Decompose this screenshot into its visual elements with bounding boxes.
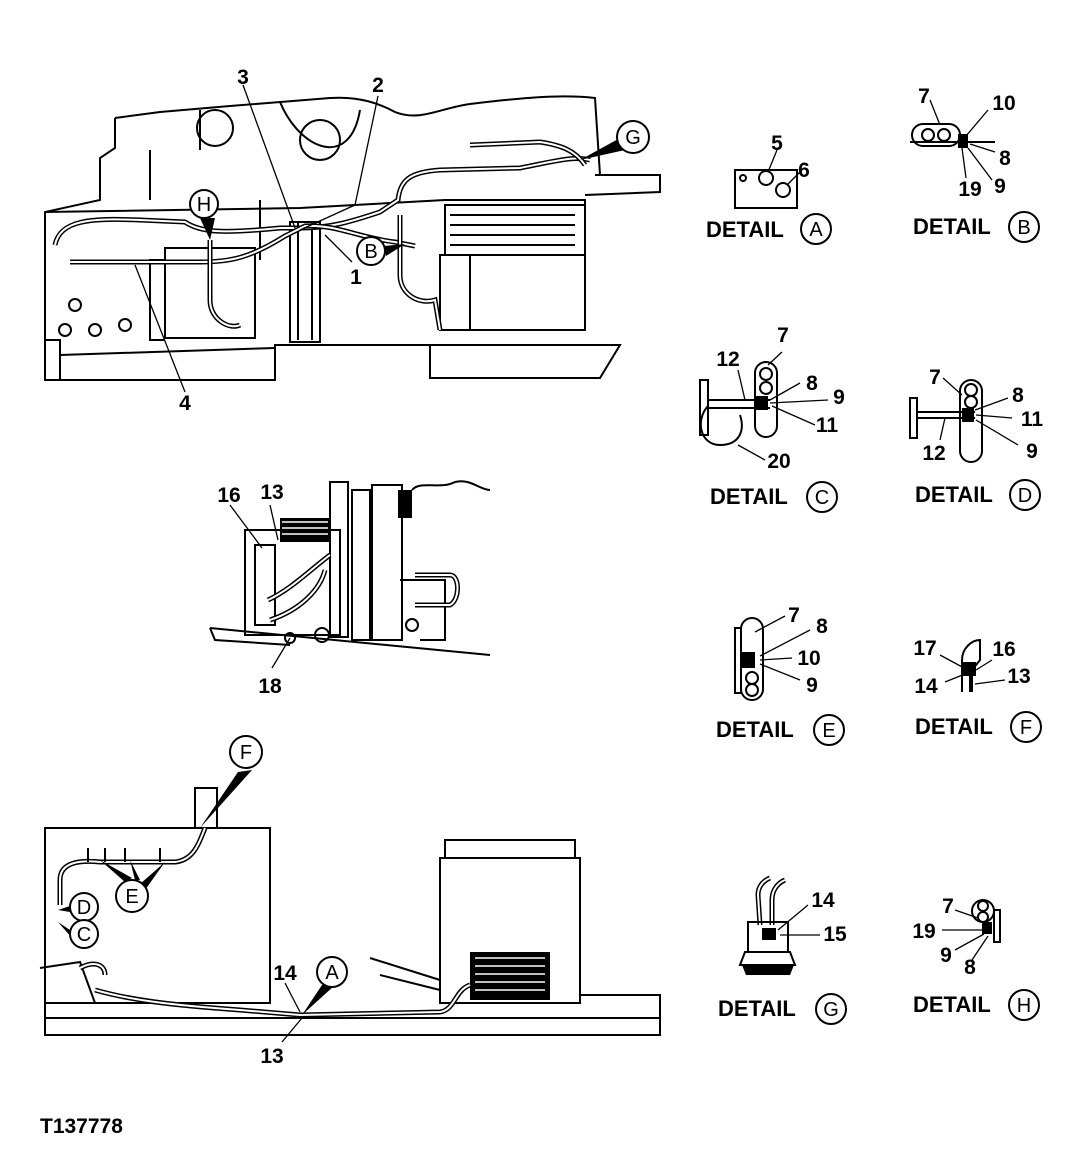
detail-c: 12 7 8 9 11 20 DETAIL C [699, 324, 845, 513]
detail-c-callout-12: 12 [716, 348, 739, 371]
detail-d-letter: D [1018, 485, 1032, 507]
callout-14: 14 [273, 962, 297, 985]
detail-d-callout-7: 7 [929, 366, 941, 389]
detail-e-callout-10: 10 [797, 647, 820, 670]
top-view-markers: H B G [189, 120, 650, 266]
detail-e: 7 8 10 9 DETAIL E [716, 604, 845, 746]
detail-b-callout-19: 19 [958, 178, 981, 201]
detail-c-letter: C [815, 487, 829, 509]
detail-c-callout-7: 7 [777, 324, 789, 347]
detail-a-callout-5: 5 [771, 132, 783, 155]
detail-d: 7 8 11 12 9 DETAIL D [909, 366, 1044, 511]
detail-c-callout-20: 20 [767, 450, 790, 473]
detail-h-letter: H [1017, 995, 1031, 1017]
detail-f-callout-17: 17 [913, 637, 936, 660]
detail-c-callout-9: 9 [833, 386, 845, 409]
callout-2: 2 [372, 74, 384, 97]
callout-18: 18 [258, 675, 282, 698]
detail-g: 14 15 DETAIL G [718, 875, 847, 1025]
detail-e-callout-9: 9 [806, 674, 818, 697]
detail-c-label: DETAIL [710, 484, 788, 509]
detail-g-callout-14: 14 [811, 889, 835, 912]
detail-e-letter: E [822, 720, 835, 742]
detail-b-callout-8: 8 [999, 147, 1011, 170]
marker-c: C [77, 924, 91, 946]
detail-b-label: DETAIL [913, 214, 991, 239]
detail-a-label: DETAIL [706, 217, 784, 242]
detail-h: 7 19 9 8 DETAIL H [912, 895, 1040, 1021]
marker-g: G [625, 127, 641, 149]
detail-e-callout-7: 7 [788, 604, 800, 627]
detail-h-callout-8: 8 [964, 956, 976, 979]
detail-b-letter: B [1017, 217, 1030, 239]
detail-e-label: DETAIL [716, 717, 794, 742]
detail-h-label: DETAIL [913, 992, 991, 1017]
detail-f: 17 16 14 13 DETAIL F [913, 637, 1042, 743]
detail-b: 7 10 8 19 9 DETAIL B [910, 85, 1040, 243]
detail-d-callout-9: 9 [1026, 440, 1038, 463]
detail-f-callout-16: 16 [992, 638, 1015, 661]
callout-13: 13 [260, 481, 283, 504]
callout-13: 13 [260, 1045, 283, 1068]
detail-e-callout-8: 8 [816, 615, 828, 638]
top-machine-view [44, 84, 661, 393]
detail-d-callout-8: 8 [1012, 384, 1024, 407]
bottom-machine-view [39, 787, 661, 1043]
detail-f-letter: F [1020, 717, 1032, 739]
bottom-view-markers: F E D C A [58, 735, 348, 1015]
detail-b-callout-9: 9 [994, 175, 1006, 198]
marker-e: E [125, 886, 138, 908]
detail-h-callout-9: 9 [940, 944, 952, 967]
detail-b-callout-7: 7 [918, 85, 930, 108]
detail-f-label: DETAIL [915, 714, 993, 739]
middle-machine-view [209, 480, 491, 669]
detail-a: 5 6 DETAIL A [706, 132, 832, 245]
detail-d-label: DETAIL [915, 482, 993, 507]
middle-view-callouts: 16 13 18 [217, 481, 283, 698]
detail-b-callout-10: 10 [992, 92, 1015, 115]
figure-id: T137778 [40, 1115, 123, 1138]
marker-d: D [77, 897, 91, 919]
marker-a: A [325, 962, 339, 984]
callout-4: 4 [179, 392, 191, 415]
marker-b: B [364, 241, 377, 263]
callout-3: 3 [237, 66, 249, 89]
detail-h-callout-7: 7 [942, 895, 954, 918]
detail-a-letter: A [809, 219, 823, 241]
bottom-view-callouts: 14 13 [260, 962, 297, 1068]
top-view-callouts: 3 2 1 4 [179, 66, 384, 415]
detail-g-callout-15: 15 [823, 923, 847, 946]
detail-d-callout-11: 11 [1021, 408, 1044, 431]
detail-d-callout-12: 12 [922, 442, 945, 465]
detail-f-callout-13: 13 [1007, 665, 1030, 688]
detail-g-letter: G [823, 999, 839, 1021]
callout-1: 1 [350, 266, 362, 289]
detail-a-callout-6: 6 [798, 159, 810, 182]
callout-16: 16 [217, 484, 240, 507]
detail-f-callout-14: 14 [914, 675, 938, 698]
detail-g-label: DETAIL [718, 996, 796, 1021]
detail-h-callout-19: 19 [912, 920, 935, 943]
marker-f: F [240, 742, 252, 764]
marker-h: H [197, 194, 211, 216]
detail-c-callout-11: 11 [816, 414, 839, 437]
detail-c-callout-8: 8 [806, 372, 818, 395]
